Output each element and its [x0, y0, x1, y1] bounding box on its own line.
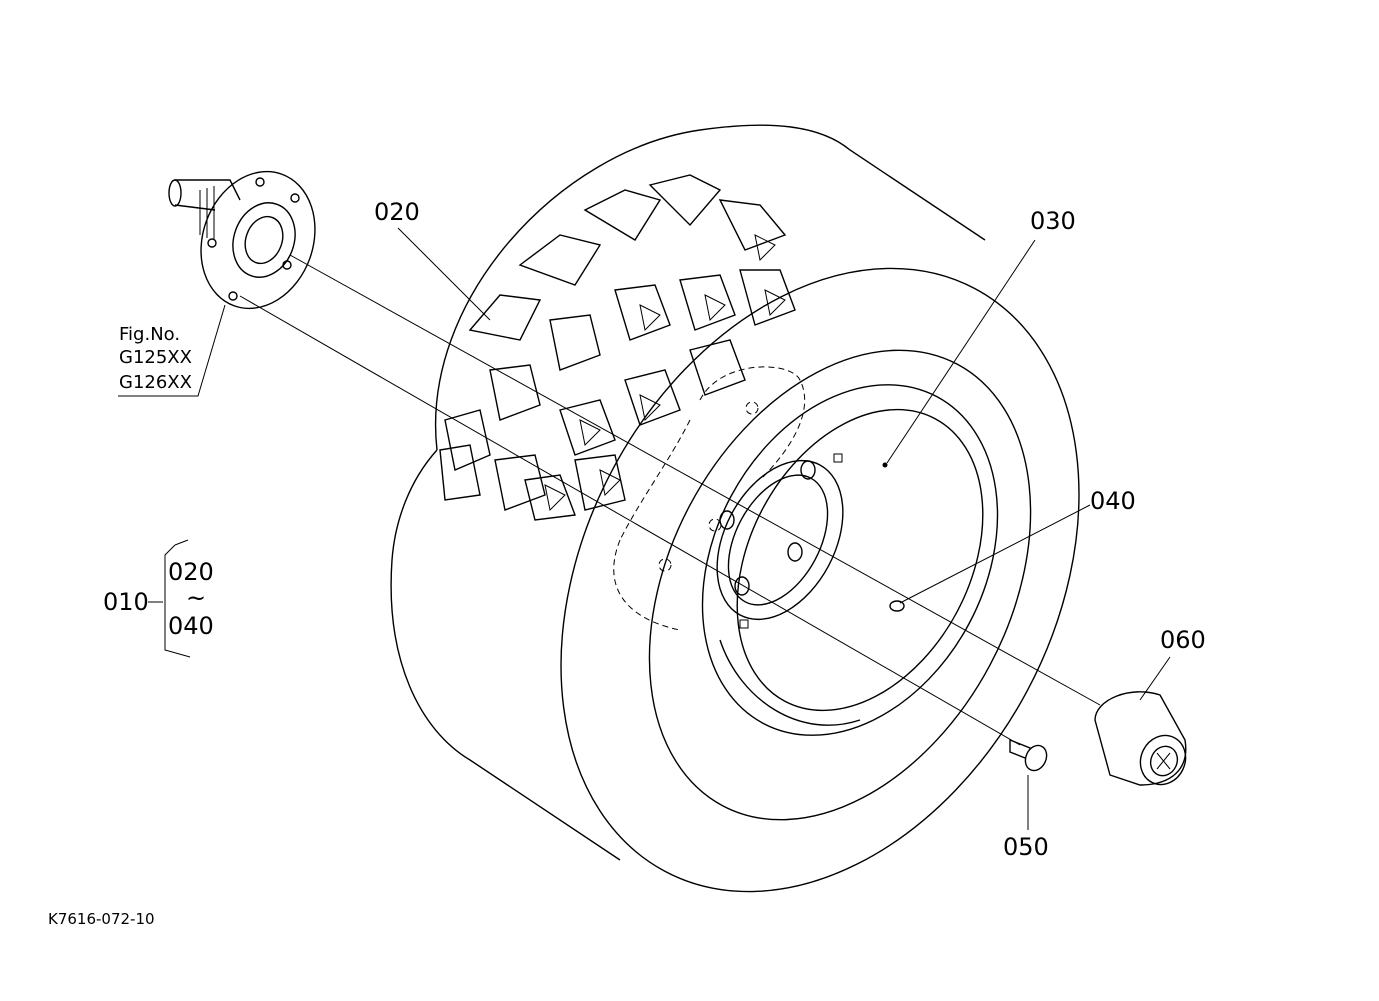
leader-060	[1139, 656, 1171, 701]
label-range-from: 020	[168, 558, 214, 586]
hub-assembly	[168, 170, 316, 310]
fig-ref-line1: Fig.No.	[119, 324, 180, 345]
fig-ref-line3: G126XX	[119, 372, 192, 393]
label-range-tilde: ~	[186, 584, 206, 612]
label-040: 040	[1090, 487, 1136, 515]
tire-tread	[439, 174, 796, 521]
lug-bolt-050	[1009, 738, 1048, 830]
hub-cap-060	[1094, 691, 1187, 786]
drawing-id: K7616-072-10	[48, 910, 155, 928]
assembly-bracket: 010 020 ~ 040	[103, 539, 214, 658]
label-060: 060	[1160, 626, 1206, 654]
leader-020	[397, 227, 491, 321]
fig-reference-box: Fig.No. G125XX G126XX	[118, 304, 226, 397]
label-range-to: 040	[168, 612, 214, 640]
label-010: 010	[103, 588, 149, 616]
rim-030	[701, 384, 999, 736]
assembly-axis-lines	[239, 254, 1101, 746]
leader-030	[886, 239, 1036, 464]
tire-020	[390, 124, 1080, 893]
label-020: 020	[374, 198, 420, 226]
label-050: 050	[1003, 833, 1049, 861]
fig-ref-line2: G125XX	[119, 347, 192, 368]
leader-040	[899, 504, 1091, 604]
label-030: 030	[1030, 207, 1076, 235]
